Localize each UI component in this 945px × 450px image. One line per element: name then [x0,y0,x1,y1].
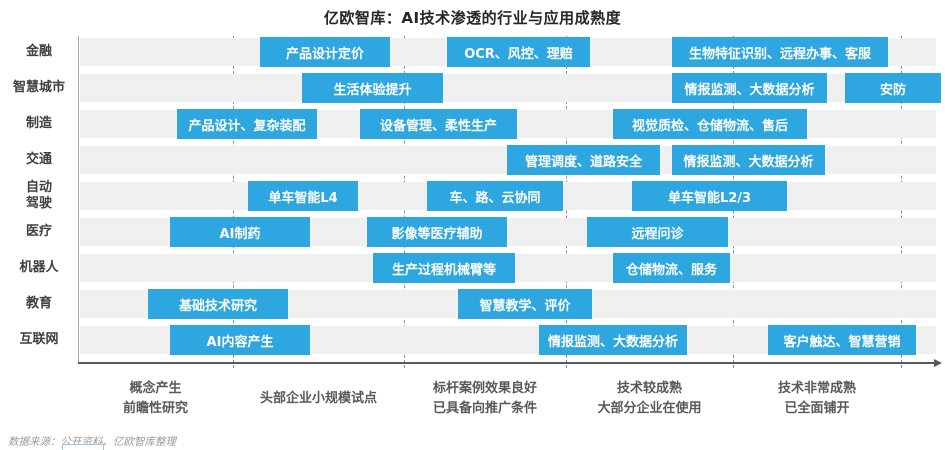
application-box: 车、路、云协同 [427,181,563,211]
industry-row-label: 制造 [25,116,52,131]
maturity-stage-label: 标杆案例效果良好 已具备向推广条件 [432,381,537,417]
x-axis-line [78,362,934,364]
maturity-stage-label: 头部企业小规模试点 [259,391,377,406]
source-note: 数据来源：公开资料、亿欧智库整理 [8,436,176,448]
application-box: 产品设计定价 [260,37,390,67]
application-box: 情报监测、大数据分析 [672,73,827,103]
application-box: 智慧教学、评价 [458,289,592,319]
application-box: 情报监测、大数据分析 [539,325,687,355]
industry-row-label: 医疗 [25,224,52,239]
maturity-stage-label: 技术非常成熟 已全面铺开 [777,381,856,417]
application-box: AI内容产生 [170,325,310,355]
application-box: 生产过程机械臂等 [373,253,515,283]
industry-row-label: 互联网 [19,332,59,347]
application-box: 远程问诊 [587,217,728,247]
application-box: 视觉质检、仓储物流、售后 [613,109,807,139]
industry-row-label: 智慧城市 [12,80,65,95]
industry-row-label: 机器人 [19,260,59,275]
industry-row-label: 交通 [25,152,52,167]
industry-row-label: 金融 [25,44,52,59]
industry-row-label: 自动 驾驶 [25,180,52,212]
maturity-stage-label: 概念产生 前瞻性研究 [122,381,188,417]
application-box: 生物特征识别、远程办事、客服 [672,37,888,67]
application-box: 客户触达、智慧营销 [768,325,916,355]
application-box: OCR、风控、理赔 [447,37,590,67]
application-box: 单车智能L4 [248,181,358,211]
industry-row-label: 教育 [25,296,52,311]
chart-title: 亿欧智库：AI技术渗透的行业与应用成熟度 [323,9,622,27]
application-box: 安防 [845,73,941,103]
y-axis-line [78,36,79,363]
application-box: 单车智能L2/3 [632,181,787,211]
application-box: 情报监测、大数据分析 [672,145,825,175]
application-box: 生活体验提升 [302,73,443,103]
application-box: 影像等医疗辅助 [367,217,507,247]
application-box: 设备管理、柔性生产 [360,109,517,139]
application-box: 管理调度、道路安全 [507,145,660,175]
cropped-bottom-element [62,444,104,450]
application-box: 基础技术研究 [148,289,288,319]
application-box: 仓储物流、服务 [613,253,730,283]
x-axis-arrow-icon [934,359,942,367]
application-box: 产品设计、复杂装配 [177,109,317,139]
application-box: AI制药 [170,217,310,247]
maturity-stage-label: 技术较成熟 大部分企业在使用 [597,381,702,417]
